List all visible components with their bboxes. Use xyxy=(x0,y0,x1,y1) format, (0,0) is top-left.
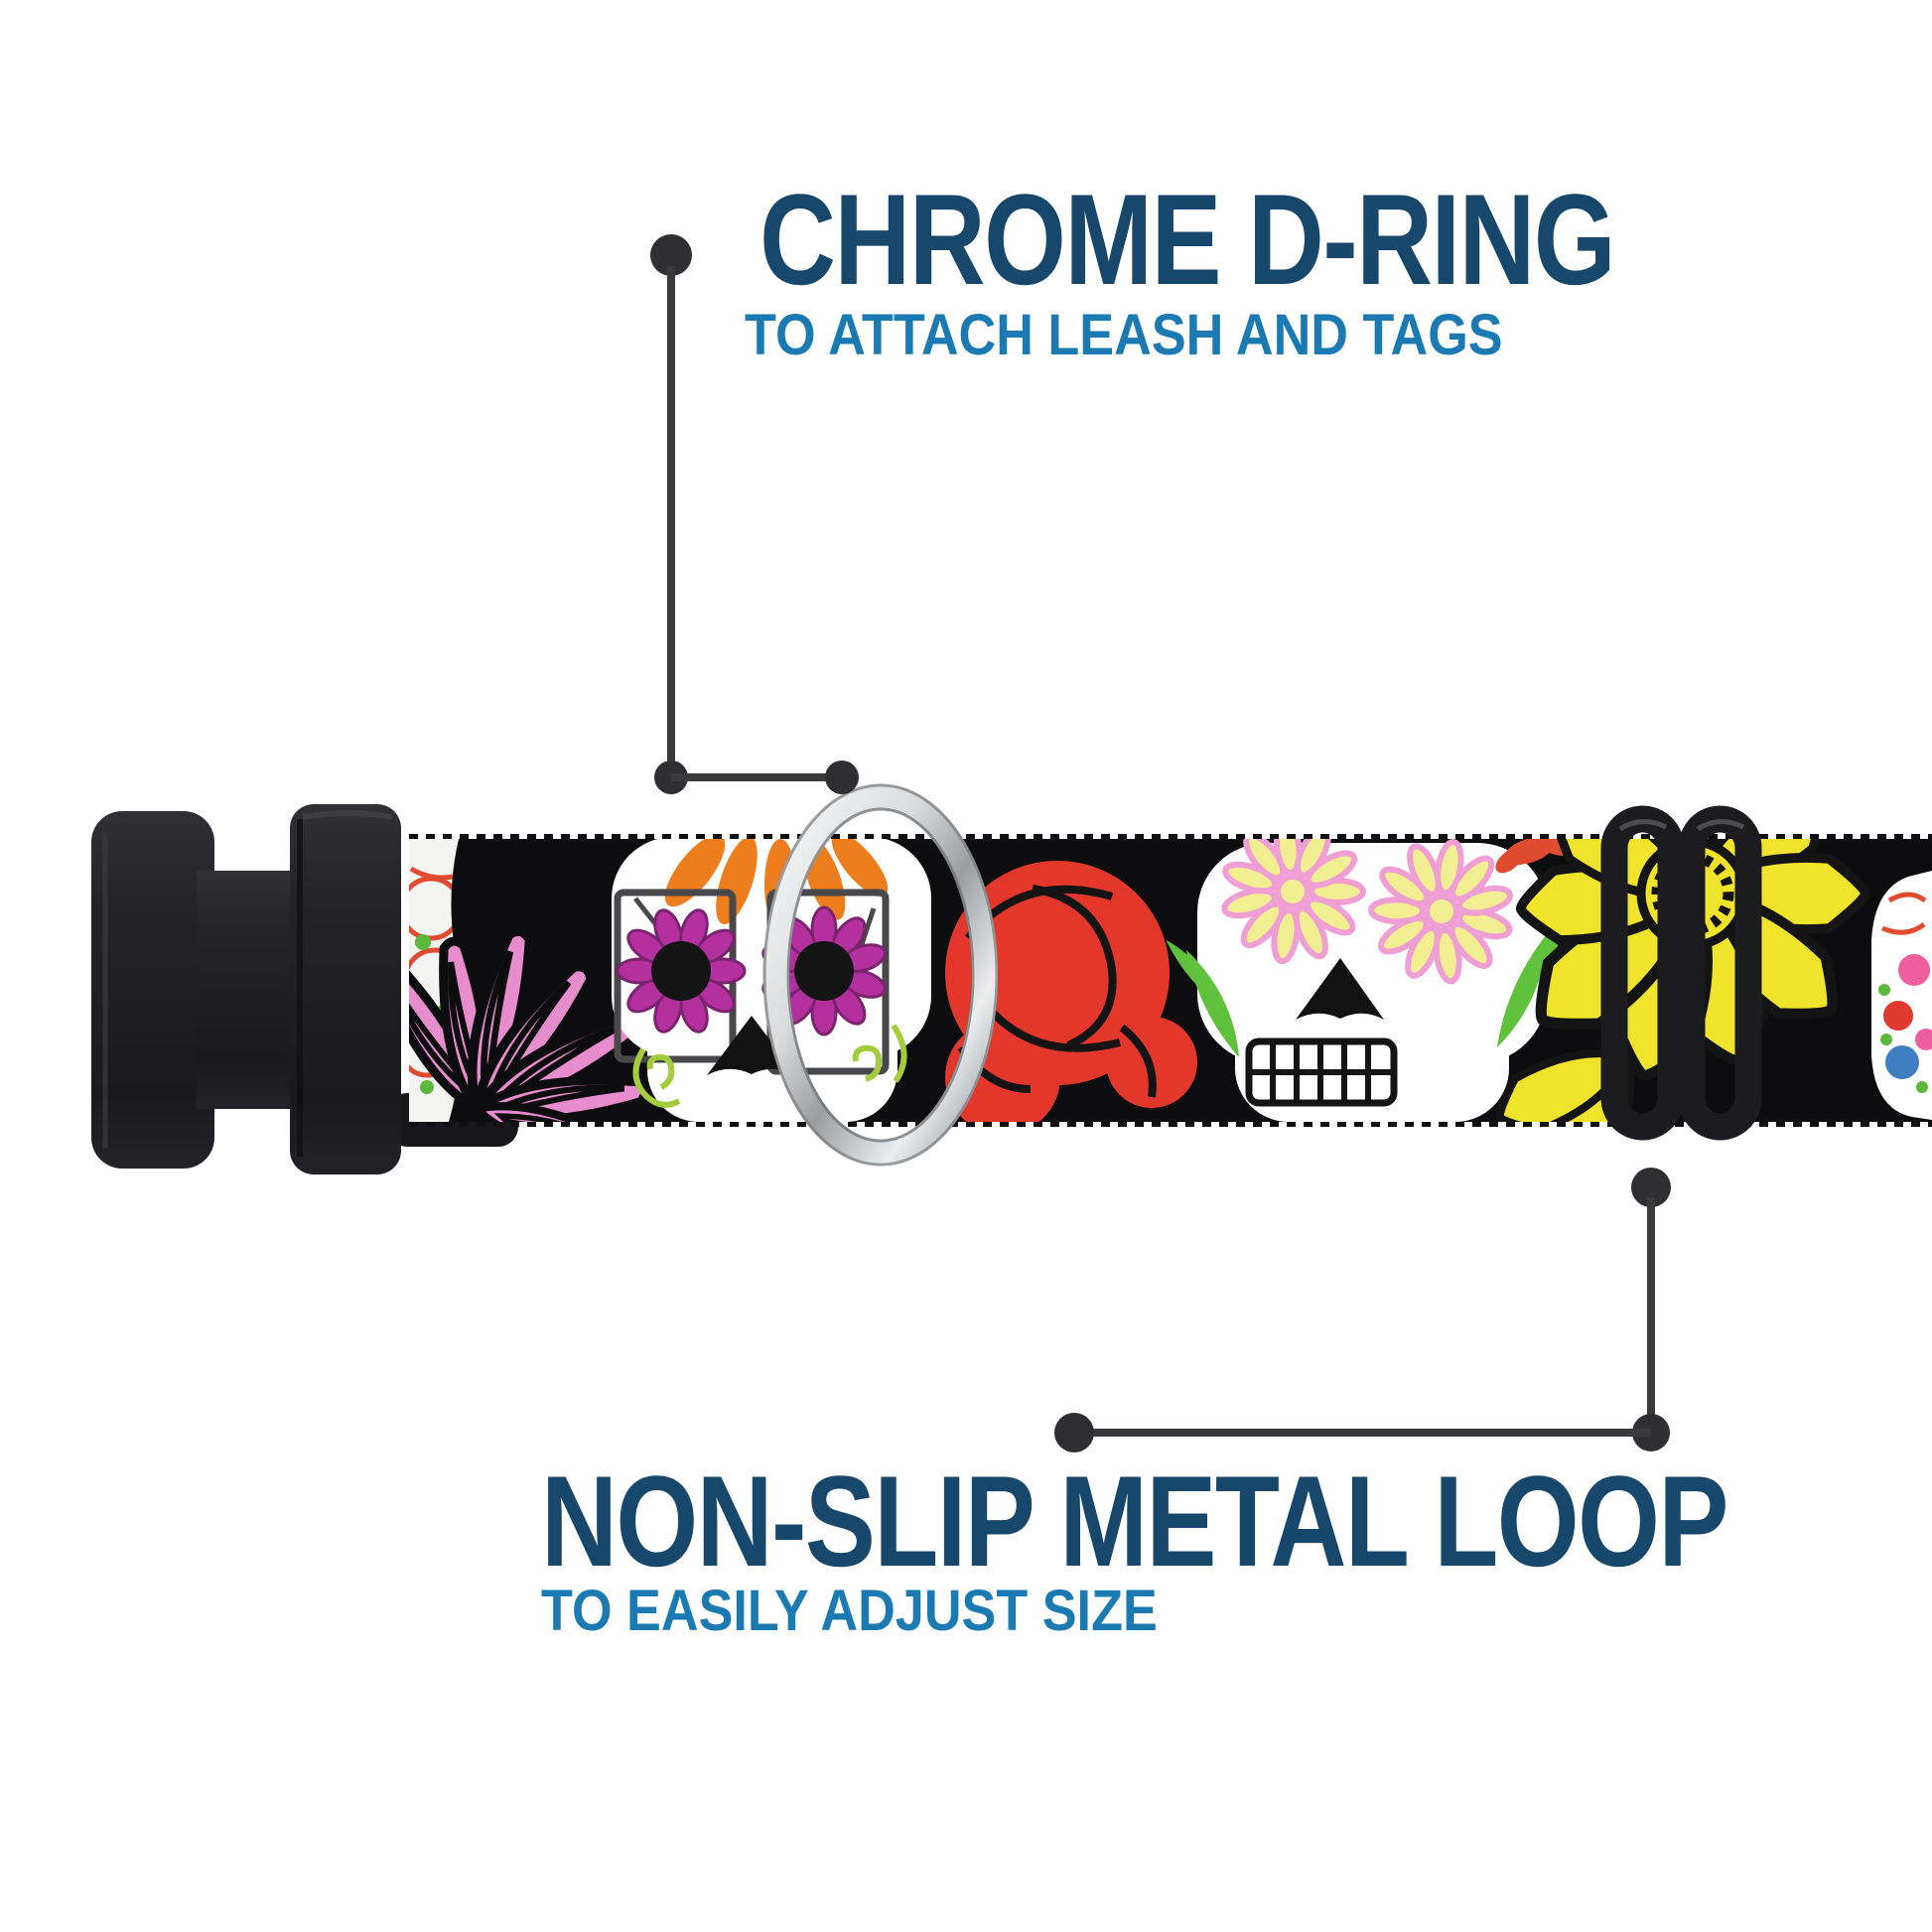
skull-nose-left xyxy=(707,1016,796,1075)
metal-loop-pointer-line-vertical xyxy=(1647,1197,1655,1435)
sugar-skull-right xyxy=(1162,820,1582,1122)
forehead-daisy-left xyxy=(1222,820,1363,963)
buckle xyxy=(91,804,401,1174)
eye-center-right xyxy=(794,941,854,1001)
d-ring-subtitle: TO ATTACH LEASH AND TAGS xyxy=(745,303,1503,367)
metal-loop-subtitle: TO EASILY ADJUST SIZE xyxy=(541,1579,1158,1643)
d-ring-pointer-line-vertical xyxy=(667,266,675,777)
metal-loop-pointer-line-horizontal xyxy=(1074,1429,1651,1437)
metal-loop-slider xyxy=(1600,805,1762,1141)
skull-nose-right xyxy=(1296,958,1384,1020)
buckle-highlight xyxy=(302,810,393,820)
metal-loop-pointer-dot-end xyxy=(1054,1413,1094,1452)
forehead-daisy-right xyxy=(1371,840,1513,983)
metal-loop-title: NON-SLIP METAL LOOP xyxy=(541,1449,1728,1593)
d-ring-pointer-dot-end xyxy=(825,760,859,794)
d-ring-title: CHROME D-RING xyxy=(759,167,1616,312)
chrome-d-ring xyxy=(762,783,999,1167)
partial-skull-right-edge xyxy=(1871,871,1932,1120)
green-swirls xyxy=(632,1024,907,1108)
red-rose xyxy=(945,861,1197,1122)
collar-illustration xyxy=(91,783,1932,1174)
eye-center-left xyxy=(651,941,711,1001)
skull-teeth xyxy=(1245,1037,1398,1107)
d-ring-pointer-line-horizontal xyxy=(671,773,842,781)
